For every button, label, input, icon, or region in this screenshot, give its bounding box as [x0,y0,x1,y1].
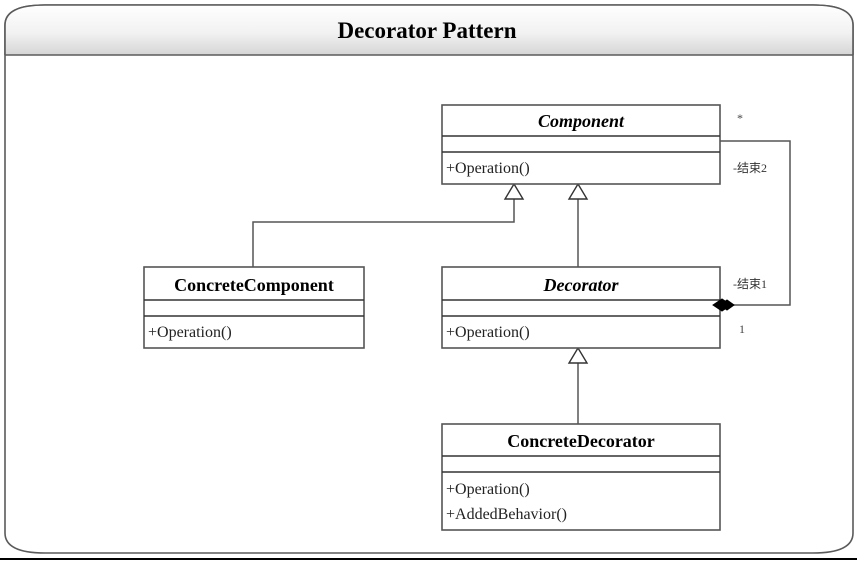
class-name-decorator: Decorator [543,275,620,295]
generalization-arrow-concrete-decorator [567,346,589,364]
class-box-concrete-decorator[interactable]: ConcreteDecorator +Operation() +AddedBeh… [441,423,721,531]
class-box-concrete-component-outline [143,266,365,349]
diagram-frame [4,4,854,554]
page-title: Decorator Pattern [337,18,516,43]
composition-diamond-head [712,298,732,312]
class-operation-component-1: +Operation() [446,160,530,177]
class-name-component: Component [538,111,625,131]
generalization-edge-concrete-component[interactable] [252,198,515,267]
class-name-concrete-component: ConcreteComponent [174,275,334,295]
diagram-header-band [5,5,853,55]
class-operation-concrete-decorator-1: +Operation() [446,481,530,498]
generalization-arrow-concrete-component [503,182,525,200]
multiplicity-source: 1 [739,322,745,336]
header-outline [4,4,854,55]
class-operation-decorator-1: +Operation() [446,324,530,341]
generalization-arrow-decorator [567,182,589,200]
role-label-end1: -结束1 [733,277,767,291]
class-box-concrete-component[interactable]: ConcreteComponent +Operation() [143,266,365,349]
class-name-concrete-decorator: ConcreteDecorator [507,431,655,451]
class-box-decorator[interactable]: Decorator +Operation() [441,266,721,349]
class-box-concrete-decorator-outline [441,423,721,531]
class-box-component-outline [441,104,721,185]
class-operation-concrete-component-1: +Operation() [148,324,232,341]
multiplicity-target: * [737,111,743,125]
role-label-end2: -结束2 [733,161,767,175]
composition-edge-decorator-component[interactable] [720,140,791,306]
class-box-component[interactable]: Component +Operation() [441,104,721,185]
class-operation-concrete-decorator-2: +AddedBehavior() [446,506,567,523]
class-box-decorator-outline [441,266,721,349]
